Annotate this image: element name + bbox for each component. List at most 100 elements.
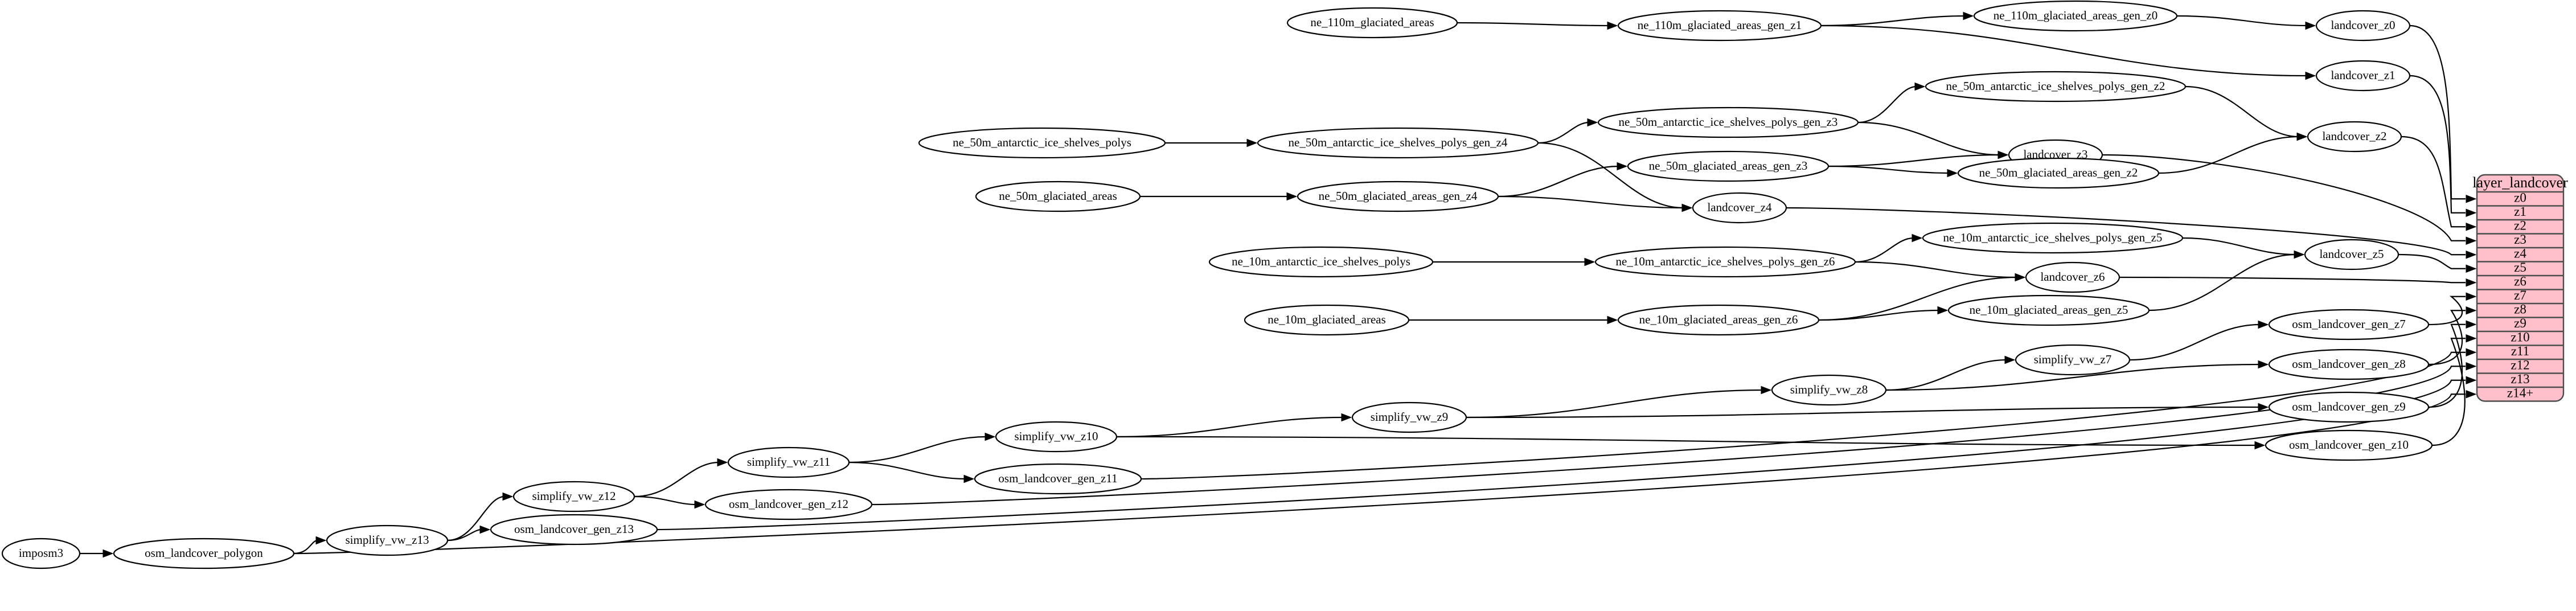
node-osm_landcover_gen_z8[interactable]: osm_landcover_gen_z8 [2268,348,2430,380]
node-landcover_z1[interactable]: landcover_z1 [2315,60,2411,92]
node-ellipse-ne_10m_antarctic_ice_shelves_polys_gen_z5[interactable] [1922,222,2184,254]
node-ellipse-ne_50m_antarctic_ice_shelves_polys[interactable] [918,127,1166,159]
edge-simplify_vw_z13-to-osm_landcover_gen_z13 [447,528,482,542]
node-ellipse-osm_landcover_gen_z13[interactable] [490,514,658,546]
node-ellipse-ne_10m_glaciated_areas_gen_z6[interactable] [1617,304,1820,336]
node-ellipse-simplify_vw_z13[interactable] [326,524,449,556]
edge-landcover_z5-to-layer_landcover-z5 [2398,253,2466,269]
node-osm_landcover_polygon[interactable]: osm_landcover_polygon [113,538,295,569]
node-ne_10m_antarctic_ice_shelves_polys_gen_z6[interactable]: ne_10m_antarctic_ice_shelves_polys_gen_z… [1594,246,1856,278]
node-simplify_vw_z10[interactable]: simplify_vw_z10 [995,421,1118,453]
node-ellipse-landcover_z6[interactable] [2025,261,2120,293]
node-simplify_vw_z13[interactable]: simplify_vw_z13 [326,524,449,556]
node-ellipse-simplify_vw_z10[interactable] [995,421,1118,453]
node-ellipse-ne_10m_antarctic_ice_shelves_polys[interactable] [1208,246,1434,278]
node-ellipse-landcover_z5[interactable] [2304,239,2399,270]
node-ne_10m_glaciated_areas[interactable]: ne_10m_glaciated_areas [1244,304,1410,336]
edge-ne_10m_antarctic_ice_shelves_polys_gen_z6-to-landcover_z6 [1855,261,2017,278]
node-landcover_z5[interactable]: landcover_z5 [2304,239,2399,270]
node-ellipse-ne_50m_antarctic_ice_shelves_polys_gen_z2[interactable] [1925,71,2187,102]
node-landcover_z2[interactable]: landcover_z2 [2307,121,2402,153]
node-ellipse-ne_110m_glaciated_areas_gen_z1[interactable] [1617,10,1822,42]
node-ellipse-simplify_vw_z7[interactable] [2015,344,2131,376]
node-imposm3[interactable]: imposm3 [1,538,81,569]
node-landcover_z6[interactable]: landcover_z6 [2025,261,2120,293]
node-ellipse-osm_landcover_gen_z8[interactable] [2268,348,2430,380]
node-ne_50m_glaciated_areas_gen_z4[interactable]: ne_50m_glaciated_areas_gen_z4 [1297,181,1499,212]
node-ellipse-ne_50m_antarctic_ice_shelves_polys_gen_z4[interactable] [1257,127,1539,159]
node-ellipse-ne_110m_glaciated_areas[interactable] [1286,7,1458,39]
node-ellipse-osm_landcover_gen_z10[interactable] [2265,429,2433,461]
node-ellipse-ne_50m_glaciated_areas_gen_z3[interactable] [1627,150,1830,182]
node-label-ne_110m_glaciated_areas_gen_z1: ne_110m_glaciated_areas_gen_z1 [1638,18,1802,32]
edge-arrowhead [2258,403,2269,412]
node-ellipse-landcover_z1[interactable] [2315,60,2411,92]
node-label-ne_10m_glaciated_areas_gen_z5: ne_10m_glaciated_areas_gen_z5 [1970,303,2128,317]
node-ellipse-osm_landcover_gen_z11[interactable] [974,463,1142,495]
node-ellipse-osm_landcover_gen_z9[interactable] [2268,391,2430,423]
node-osm_landcover_gen_z10[interactable]: osm_landcover_gen_z10 [2265,429,2433,461]
node-osm_landcover_gen_z12[interactable]: osm_landcover_gen_z12 [704,489,873,520]
node-osm_landcover_gen_z11[interactable]: osm_landcover_gen_z11 [974,463,1142,495]
node-ne_110m_glaciated_areas_gen_z0[interactable]: ne_110m_glaciated_areas_gen_z0 [1973,0,2178,32]
node-label-landcover_z5: landcover_z5 [2319,247,2384,261]
node-ne_50m_glaciated_areas[interactable]: ne_50m_glaciated_areas [975,181,1141,212]
node-osm_landcover_gen_z7[interactable]: osm_landcover_gen_z7 [2268,309,2430,341]
node-osm_landcover_gen_z13[interactable]: osm_landcover_gen_z13 [490,514,658,546]
node-simplify_vw_z11[interactable]: simplify_vw_z11 [727,446,850,478]
node-label-osm_landcover_gen_z8: osm_landcover_gen_z8 [2292,357,2405,371]
node-ellipse-osm_landcover_gen_z12[interactable] [704,489,873,520]
node-simplify_vw_z12[interactable]: simplify_vw_z12 [512,481,635,512]
node-ellipse-ne_50m_glaciated_areas_gen_z2[interactable] [1957,157,2160,189]
node-ellipse-ne_110m_glaciated_areas_gen_z0[interactable] [1973,0,2178,32]
node-landcover_z0[interactable]: landcover_z0 [2315,10,2411,42]
node-ellipse-imposm3[interactable] [1,538,81,569]
node-ne_50m_antarctic_ice_shelves_polys_gen_z4[interactable]: ne_50m_antarctic_ice_shelves_polys_gen_z… [1257,127,1539,159]
node-simplify_vw_z7[interactable]: simplify_vw_z7 [2015,344,2131,376]
node-ne_50m_antarctic_ice_shelves_polys_gen_z2[interactable]: ne_50m_antarctic_ice_shelves_polys_gen_z… [1925,71,2187,102]
edge-arrowhead [2258,360,2269,369]
node-label-ne_50m_glaciated_areas_gen_z2: ne_50m_glaciated_areas_gen_z2 [1979,166,2138,179]
edge-arrowhead [1963,11,1974,20]
node-simplify_vw_z8[interactable]: simplify_vw_z8 [1771,374,1887,406]
node-ellipse-ne_10m_glaciated_areas_gen_z5[interactable] [1947,294,2150,326]
node-ne_50m_glaciated_areas_gen_z2[interactable]: ne_50m_glaciated_areas_gen_z2 [1957,157,2160,189]
node-ellipse-simplify_vw_z11[interactable] [727,446,850,478]
node-ellipse-simplify_vw_z8[interactable] [1771,374,1887,406]
node-ellipse-osm_landcover_gen_z7[interactable] [2268,309,2430,341]
node-ellipse-ne_10m_glaciated_areas[interactable] [1244,304,1410,336]
node-ellipse-ne_50m_glaciated_areas_gen_z4[interactable] [1297,181,1499,212]
edge-arrowhead [2466,278,2477,287]
node-label-ne_10m_glaciated_areas: ne_10m_glaciated_areas [1268,313,1386,326]
node-ne_10m_antarctic_ice_shelves_polys_gen_z5[interactable]: ne_10m_antarctic_ice_shelves_polys_gen_z… [1922,222,2184,254]
record-layer: layer_landcoverz0z1z2z3z4z5z6z7z8z9z10z1… [2472,174,2568,402]
node-ellipse-ne_50m_glaciated_areas[interactable] [975,181,1141,212]
node-ellipse-landcover_z4[interactable] [1692,192,1787,224]
node-simplify_vw_z9[interactable]: simplify_vw_z9 [1351,401,1467,433]
edge-simplify_vw_z12-to-simplify_vw_z11 [634,461,720,498]
edge-osm_landcover_gen_z13-to-layer_landcover-z13 [657,379,2466,531]
node-ellipse-ne_10m_antarctic_ice_shelves_polys_gen_z6[interactable] [1594,246,1856,278]
node-label-landcover_z0: landcover_z0 [2331,18,2395,32]
node-ellipse-osm_landcover_polygon[interactable] [113,538,295,569]
node-ellipse-simplify_vw_z12[interactable] [512,481,635,512]
node-osm_landcover_gen_z9[interactable]: osm_landcover_gen_z9 [2268,391,2430,423]
edge-arrowhead [2004,355,2016,364]
node-ellipse-simplify_vw_z9[interactable] [1351,401,1467,433]
node-ellipse-landcover_z0[interactable] [2315,10,2411,42]
node-ne_110m_glaciated_areas_gen_z1[interactable]: ne_110m_glaciated_areas_gen_z1 [1617,10,1822,42]
node-ne_50m_antarctic_ice_shelves_polys[interactable]: ne_50m_antarctic_ice_shelves_polys [918,127,1166,159]
node-landcover_z4[interactable]: landcover_z4 [1692,192,1787,224]
node-ne_10m_glaciated_areas_gen_z5[interactable]: ne_10m_glaciated_areas_gen_z5 [1947,294,2150,326]
node-ne_110m_glaciated_areas[interactable]: ne_110m_glaciated_areas [1286,7,1458,39]
node-ne_10m_glaciated_areas_gen_z6[interactable]: ne_10m_glaciated_areas_gen_z6 [1617,304,1820,336]
record-row-z10: z10 [2511,330,2529,345]
node-ellipse-landcover_z2[interactable] [2307,121,2402,153]
edge-simplify_vw_z9-to-osm_landcover_gen_z9 [1466,406,2261,419]
node-ne_50m_antarctic_ice_shelves_polys_gen_z3[interactable]: ne_50m_antarctic_ice_shelves_polys_gen_z… [1597,106,1859,138]
record-row-z14+: z14+ [2507,386,2533,400]
node-ne_10m_antarctic_ice_shelves_polys[interactable]: ne_10m_antarctic_ice_shelves_polys [1208,246,1434,278]
record-row-z8: z8 [2514,302,2526,317]
node-ne_50m_glaciated_areas_gen_z3[interactable]: ne_50m_glaciated_areas_gen_z3 [1627,150,1830,182]
node-ellipse-ne_50m_antarctic_ice_shelves_polys_gen_z3[interactable] [1597,106,1859,138]
